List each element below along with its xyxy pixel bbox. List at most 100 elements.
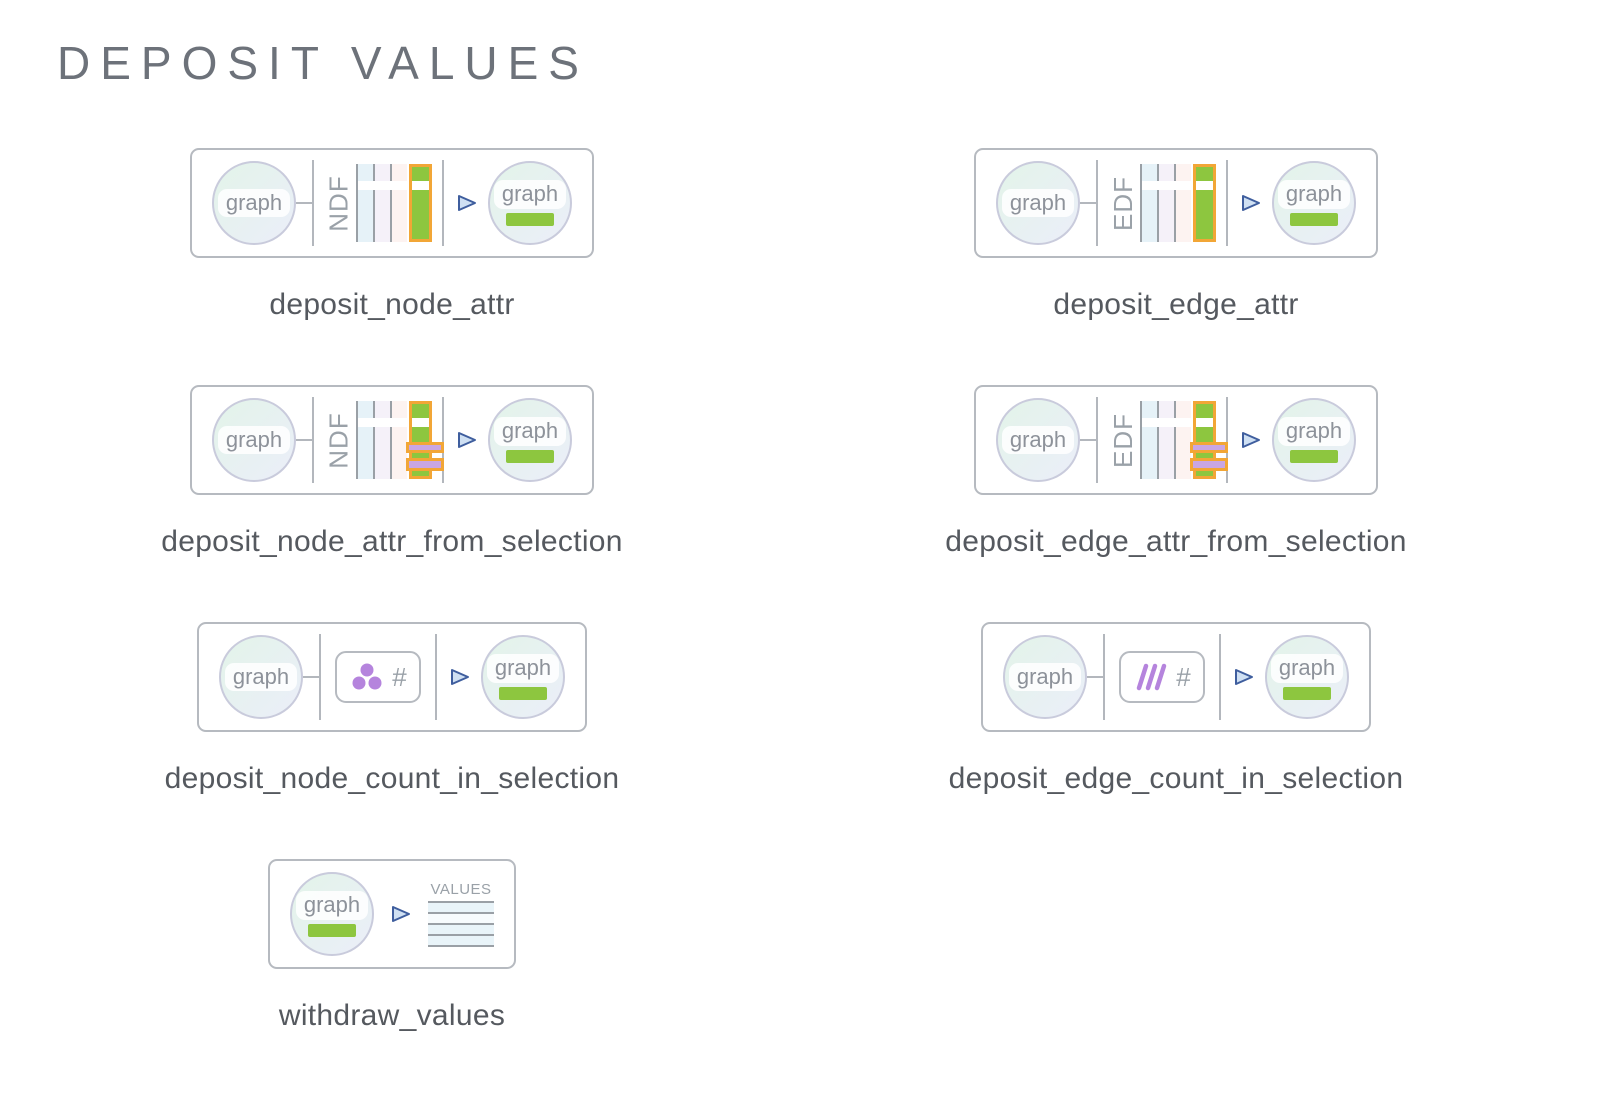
table-left-divider xyxy=(1096,160,1098,246)
card-caption: withdraw_values xyxy=(278,999,506,1032)
table-header-band xyxy=(358,418,407,427)
card-caption: deposit_edge_count_in_selection xyxy=(948,762,1404,795)
values-output: VALUES xyxy=(428,881,494,947)
graph-node-label: graph xyxy=(217,425,291,455)
graph-node-label: graph xyxy=(493,417,567,446)
node-count-box: # xyxy=(335,651,421,703)
card-withdraw-values: graph VALUES xyxy=(268,859,516,969)
connector-line xyxy=(1087,676,1103,678)
table-column xyxy=(1174,164,1191,242)
graph-node-label: graph xyxy=(493,180,567,209)
cell-deposit-node-count-in-selection: graph # xyxy=(0,622,784,796)
values-header: VALUES xyxy=(430,881,492,898)
highlighted-attr-column xyxy=(1193,164,1216,242)
graph-node-label: graph xyxy=(1270,654,1344,683)
highlighted-attr-column xyxy=(409,164,432,242)
table-left-divider xyxy=(312,397,314,483)
table-left-divider xyxy=(1096,397,1098,483)
graph-node-label: graph xyxy=(217,188,291,218)
table-right-divider xyxy=(442,160,444,246)
table-right-divider xyxy=(442,397,444,483)
card-caption: deposit_node_attr xyxy=(269,288,515,321)
table-column xyxy=(356,164,373,242)
graph-input-node: graph xyxy=(290,872,374,956)
data-frame-table xyxy=(356,164,432,242)
play-arrow-icon xyxy=(392,906,410,922)
selected-row-bar xyxy=(406,442,444,453)
connector-line xyxy=(296,439,312,441)
table-left-divider xyxy=(312,160,314,246)
deposited-attr-bar xyxy=(506,212,554,226)
table-column xyxy=(1174,401,1191,479)
count-right-divider xyxy=(1219,634,1221,720)
table-right-divider xyxy=(1226,397,1228,483)
page: DEPOSIT VALUES graph NDF xyxy=(0,36,1600,1120)
connector-line xyxy=(303,676,319,678)
card-deposit-node-attr-from-selection: graph NDF xyxy=(190,385,594,495)
play-arrow-icon xyxy=(1242,195,1260,211)
data-frame-table xyxy=(356,401,444,479)
graph-output-node: graph xyxy=(488,161,572,245)
play-arrow-icon xyxy=(458,432,476,448)
values-row xyxy=(428,912,494,923)
table-header-band xyxy=(412,418,429,427)
table-header-band xyxy=(1142,181,1191,190)
table-header-band xyxy=(1142,418,1191,427)
graph-node-label: graph xyxy=(1001,188,1075,218)
table-label: EDF xyxy=(1107,412,1138,468)
count-symbol: # xyxy=(1176,661,1191,692)
graph-node-label: graph xyxy=(1001,425,1075,455)
cell-deposit-node-attr-from-selection: graph NDF xyxy=(0,385,784,559)
selected-row-bar xyxy=(406,458,444,471)
card-deposit-node-attr: graph NDF xyxy=(190,148,594,258)
cards-grid: graph NDF xyxy=(0,148,1600,1096)
edge-count-box: # xyxy=(1119,651,1205,703)
cell-deposit-edge-attr: graph EDF xyxy=(784,148,1568,322)
table-column xyxy=(1140,401,1157,479)
table-header-band xyxy=(1196,181,1213,190)
table-column xyxy=(373,401,390,479)
card-caption: deposit_edge_attr_from_selection xyxy=(945,525,1407,558)
count-left-divider xyxy=(319,634,321,720)
graph-input-node: graph xyxy=(212,398,296,482)
play-arrow-icon xyxy=(451,669,469,685)
table-column xyxy=(390,401,407,479)
graph-node-label: graph xyxy=(1277,180,1351,209)
page-title: DEPOSIT VALUES xyxy=(57,37,589,89)
table-column xyxy=(1157,401,1174,479)
count-left-divider xyxy=(1103,634,1105,720)
deposited-attr-bar xyxy=(308,923,356,937)
values-row xyxy=(428,901,494,912)
graph-input-node: graph xyxy=(219,635,303,719)
values-row xyxy=(428,934,494,945)
table-column xyxy=(1157,164,1174,242)
deposited-attr-bar xyxy=(506,449,554,463)
data-frame-table xyxy=(1140,401,1228,479)
count-right-divider xyxy=(435,634,437,720)
graph-output-node: graph xyxy=(1272,398,1356,482)
card-caption: deposit_node_count_in_selection xyxy=(164,762,620,795)
graph-input-node: graph xyxy=(212,161,296,245)
graph-node-label: graph xyxy=(1277,417,1351,446)
card-deposit-edge-count-in-selection: graph # xyxy=(981,622,1371,732)
graph-input-node: graph xyxy=(996,161,1080,245)
card-deposit-edge-attr: graph EDF xyxy=(974,148,1378,258)
table-header-band xyxy=(1196,418,1213,427)
card-caption: deposit_edge_attr xyxy=(1053,288,1299,321)
connector-line xyxy=(296,202,312,204)
table-column xyxy=(1140,164,1157,242)
card-deposit-edge-attr-from-selection: graph EDF xyxy=(974,385,1378,495)
data-frame-table xyxy=(1140,164,1216,242)
graph-node-label: graph xyxy=(224,662,298,692)
card-deposit-node-count-in-selection: graph # xyxy=(197,622,587,732)
graph-node-label: graph xyxy=(486,654,560,683)
graph-output-node: graph xyxy=(1265,635,1349,719)
table-label: EDF xyxy=(1107,175,1138,231)
play-arrow-icon xyxy=(1242,432,1260,448)
cell-deposit-edge-attr-from-selection: graph EDF xyxy=(784,385,1568,559)
cell-deposit-edge-count-in-selection: graph # xyxy=(784,622,1568,796)
card-caption: deposit_node_attr_from_selection xyxy=(161,525,623,558)
cell-empty xyxy=(784,859,1568,1033)
connector-line xyxy=(1080,439,1096,441)
graph-input-node: graph xyxy=(1003,635,1087,719)
